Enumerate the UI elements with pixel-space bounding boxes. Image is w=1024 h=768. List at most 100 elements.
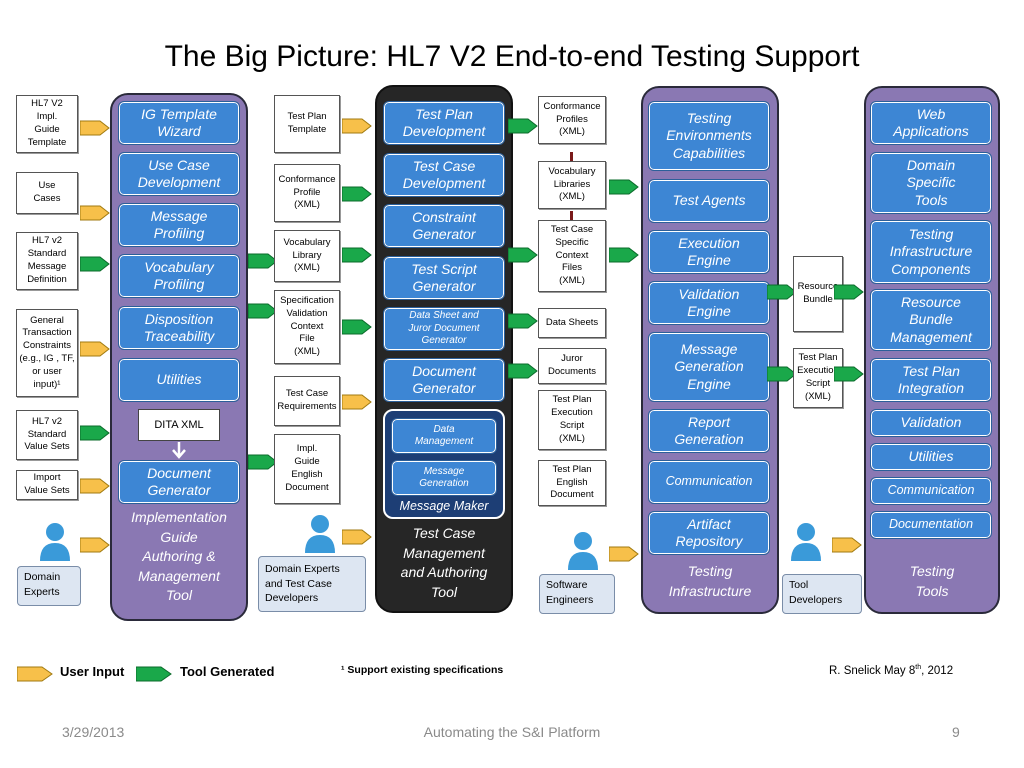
tool-generated-arrow bbox=[834, 365, 864, 383]
use-case-development-box: Use Case Development bbox=[118, 152, 240, 196]
validation-engine-box: Validation Engine bbox=[648, 281, 770, 325]
footer-date: 3/29/2013 bbox=[62, 724, 125, 740]
left-input-doc: HL7 v2 Standard Value Sets bbox=[16, 410, 78, 460]
message-generation-engine-box: Message Generation Engine bbox=[648, 332, 770, 402]
testing-environments-box: Testing Environments Capabilities bbox=[648, 101, 770, 171]
author-credit: R. Snelick May 8th, 2012 bbox=[829, 664, 953, 677]
web-applications-box: Web Applications bbox=[870, 101, 992, 145]
document-generator-box: Document Generator bbox=[118, 460, 240, 504]
resource-bundle-management-box: Resource Bundle Management bbox=[870, 289, 992, 351]
page-title: The Big Picture: HL7 V2 End-to-end Testi… bbox=[164, 40, 860, 73]
ig-english-doc: Impl. Guide English Document bbox=[274, 434, 340, 504]
ig-authoring-tool-label: Implementation Guide Authoring & Managem… bbox=[131, 509, 227, 604]
user-input-arrow bbox=[832, 536, 862, 554]
domain-specific-tools-box: Domain Specific Tools bbox=[870, 152, 992, 214]
connector-line bbox=[570, 152, 573, 161]
test-script-generator-box: Test Script Generator bbox=[383, 256, 505, 300]
user-input-arrow bbox=[80, 536, 110, 554]
data-sheets-doc: Data Sheets bbox=[538, 308, 606, 338]
utilities-box-2: Utilities bbox=[870, 443, 992, 471]
vocabulary-profiling-box: Vocabulary Profiling bbox=[118, 254, 240, 298]
conformance-profile-doc: Conformance Profile (XML) bbox=[274, 164, 340, 222]
person-icon bbox=[566, 530, 600, 570]
dita-xml-box: DITA XML bbox=[138, 409, 220, 441]
test-plan-execution-script-doc: Test Plan Execution Script (XML) bbox=[538, 390, 606, 450]
test-plan-development-box: Test Plan Development bbox=[383, 101, 505, 145]
author-credit-main: R. Snelick May 8 bbox=[829, 664, 916, 677]
testing-infrastructure-label: Testing Infrastructure bbox=[668, 563, 752, 599]
vocabulary-libraries-doc: Vocabulary Libraries (XML) bbox=[538, 161, 606, 209]
message-maker-label: Message Maker bbox=[399, 499, 489, 513]
message-generation-box: Message Generation bbox=[391, 460, 497, 496]
tool-generated-arrow bbox=[767, 365, 797, 383]
left-input-doc: HL7 v2 Standard Message Definition bbox=[16, 232, 78, 290]
utilities-box: Utilities bbox=[118, 358, 240, 402]
constraint-generator-box: Constraint Generator bbox=[383, 204, 505, 248]
user-input-arrow bbox=[80, 204, 110, 222]
tool-generated-arrow bbox=[609, 246, 639, 264]
ig-template-wizard-box: IG Template Wizard bbox=[118, 101, 240, 145]
footer-page-number: 9 bbox=[952, 724, 960, 740]
validation-box: Validation bbox=[870, 409, 992, 437]
user-input-arrow bbox=[342, 117, 372, 135]
juror-documents-doc: Juror Documents bbox=[538, 348, 606, 384]
conformance-profiles-doc: Conformance Profiles (XML) bbox=[538, 96, 606, 144]
tool-generated-arrow bbox=[508, 312, 538, 330]
tool-generated-arrow bbox=[342, 185, 372, 203]
user-input-arrow bbox=[609, 545, 639, 563]
connector-line bbox=[570, 211, 573, 220]
tool-generated-arrow bbox=[248, 302, 278, 320]
user-input-arrow bbox=[342, 393, 372, 411]
tool-generated-arrow bbox=[248, 453, 278, 471]
author-credit-sup: th bbox=[915, 664, 922, 671]
tool-generated-arrow bbox=[834, 283, 864, 301]
disposition-traceability-box: Disposition Traceability bbox=[118, 306, 240, 350]
left-input-doc: Use Cases bbox=[16, 172, 78, 214]
test-plan-template-doc: Test Plan Template bbox=[274, 95, 340, 153]
documentation-box: Documentation bbox=[870, 511, 992, 539]
test-case-context-files-doc: Test Case Specific Context Files (XML) bbox=[538, 220, 606, 292]
data-sheet-juror-generator-box: Data Sheet and Juror Document Generator bbox=[383, 307, 505, 351]
domain-experts-label: Domain Experts bbox=[17, 566, 81, 606]
tool-generated-arrow bbox=[508, 117, 538, 135]
test-agents-box: Test Agents bbox=[648, 179, 770, 223]
user-input-arrow bbox=[342, 528, 372, 546]
execution-engine-box: Execution Engine bbox=[648, 230, 770, 274]
tool-generated-arrow bbox=[80, 255, 110, 273]
data-management-box: Data Management bbox=[391, 418, 497, 454]
tool-generated-arrow bbox=[508, 246, 538, 264]
left-input-doc: General Transaction Constraints (e.g., I… bbox=[16, 309, 78, 397]
person-icon bbox=[38, 521, 72, 561]
test-plan-integration-box: Test Plan Integration bbox=[870, 358, 992, 402]
user-input-arrow bbox=[80, 477, 110, 495]
down-arrow-icon bbox=[171, 442, 187, 460]
tool-generated-arrow bbox=[342, 246, 372, 264]
left-input-doc: HL7 V2 Impl. Guide Template bbox=[16, 95, 78, 153]
tool-developers-label: Tool Developers bbox=[782, 574, 862, 614]
spec-validation-context-doc: Specification Validation Context File (X… bbox=[274, 290, 340, 364]
tool-generated-arrow bbox=[767, 283, 797, 301]
software-engineers-label: Software Engineers bbox=[539, 574, 615, 614]
tool-generated-arrow bbox=[342, 318, 372, 336]
test-plan-english-doc: Test Plan English Document bbox=[538, 460, 606, 506]
legend-tool-generated-icon bbox=[136, 665, 172, 683]
testing-infrastructure-components-box: Testing Infrastructure Components bbox=[870, 220, 992, 284]
legend-user-input-icon bbox=[17, 665, 53, 683]
report-generation-box: Report Generation bbox=[648, 409, 770, 453]
domain-experts-developers-label: Domain Experts and Test Case Developers bbox=[258, 556, 366, 612]
footer-center: Automating the S&I Platform bbox=[423, 724, 601, 740]
user-input-arrow bbox=[80, 119, 110, 137]
tool-generated-arrow bbox=[80, 424, 110, 442]
message-profiling-box: Message Profiling bbox=[118, 203, 240, 247]
testing-tools-label: Testing Tools bbox=[909, 563, 955, 599]
person-icon bbox=[789, 521, 823, 561]
tool-generated-arrow bbox=[248, 252, 278, 270]
vocabulary-library-doc: Vocabulary Library (XML) bbox=[274, 230, 340, 282]
document-generator-box-2: Document Generator bbox=[383, 358, 505, 402]
user-input-arrow bbox=[80, 340, 110, 358]
footnote: ¹ Support existing specifications bbox=[341, 664, 504, 676]
left-input-doc: Import Value Sets bbox=[16, 470, 78, 500]
artifact-repository-box: Artifact Repository bbox=[648, 511, 770, 555]
person-icon bbox=[303, 513, 337, 553]
test-case-requirements-doc: Test Case Requirements bbox=[274, 376, 340, 426]
